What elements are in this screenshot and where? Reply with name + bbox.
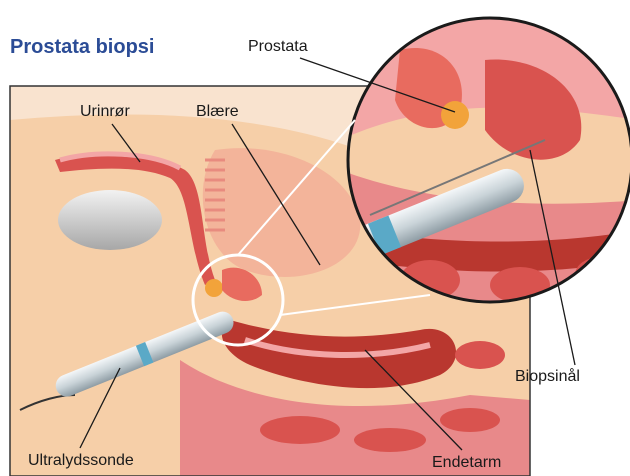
- label-ultralydssonde: Ultralydssonde: [28, 452, 134, 470]
- prostate-large: [441, 101, 469, 129]
- label-endetarm: Endetarm: [432, 454, 501, 472]
- label-biopsinal: Biopsinål: [515, 368, 580, 386]
- label-urinror: Urinrør: [80, 103, 130, 121]
- label-blaere: Blære: [196, 103, 239, 121]
- label-prostata: Prostata: [248, 38, 308, 56]
- prostate-small: [205, 279, 223, 297]
- pubic-bone: [58, 190, 162, 250]
